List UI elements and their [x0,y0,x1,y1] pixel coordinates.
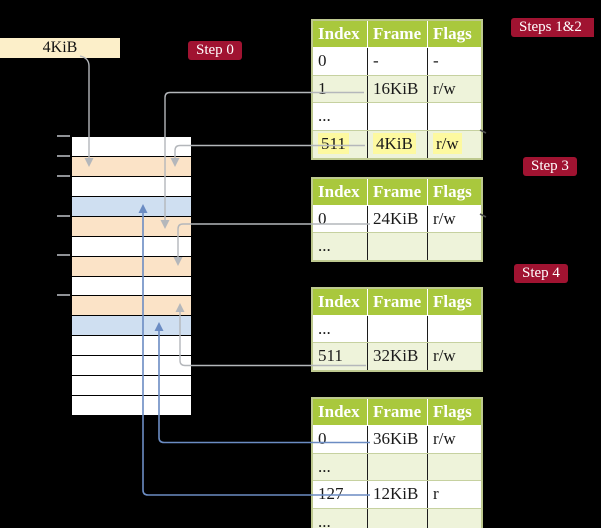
table-row: ... [313,102,481,131]
table-header-cell: Flags [427,178,481,205]
memory-address-tick [57,135,70,137]
root-table-address-box: 4KiB [0,38,120,58]
table-cell: - [427,48,481,75]
table-cell [427,233,481,260]
table-cell: r/w [427,205,481,233]
table-row: ... [313,314,481,343]
table-cell: r/w [427,343,481,371]
table-cell: r/w [427,75,481,103]
table-row: 511 4KiB r/w [313,130,481,158]
table-header-cell: Frame [367,288,427,315]
table-header-cell: Index [318,402,360,421]
table-cell: 12KiB [367,481,427,509]
table-cell: r [427,481,481,509]
table-cell [427,103,481,131]
memory-row-9-table [72,296,191,316]
table-cell: 4KiB [367,131,427,158]
memory-column [71,136,192,416]
badge-step-4: Step 4 [514,264,568,283]
table-cell: ... [318,512,331,528]
table-cell: 32KiB [367,343,427,371]
badge-steps-1-2: Steps 1&2 [511,18,594,37]
memory-row-10-mapped [72,316,191,336]
table-header-cell: Flags [427,399,481,425]
table-row: ... [313,452,481,481]
table-cell: - [367,48,427,75]
memory-row-13-free [72,376,191,396]
table-cell: 36KiB [367,426,427,453]
table-cell: 511 [318,346,343,366]
memory-row-14-free [72,396,191,415]
badge-step-3: Step 3 [523,157,577,176]
table-cell: ... [318,106,331,126]
table-cell: r/w [427,426,481,453]
table-cell [367,103,427,131]
memory-address-tick [57,294,70,296]
badge-step-0: Step 0 [188,41,242,60]
table-cell: ... [318,236,331,256]
table-cell [427,509,481,528]
memory-address-tick [57,254,70,256]
table-cell: 511 [313,131,367,158]
table-cell: ... [318,318,331,338]
table-cell [427,315,481,343]
memory-address-tick [57,155,70,157]
memory-row-3-free [72,176,191,196]
memory-row-1-free [72,137,191,156]
table-cell [367,315,427,343]
table-header-cell: Index [318,24,360,43]
table-row: ... [313,232,481,260]
table-cell: 16KiB [367,75,427,103]
memory-row-2-table [72,156,191,176]
table-cell [367,509,427,528]
table-cell: 0 [318,429,327,448]
table-cell [367,453,427,481]
table-cell: ... [318,456,331,476]
table-row: ... [313,508,481,528]
table-header-cell: Index [318,291,360,311]
table-cell: r/w [427,131,481,158]
memory-row-7-table [72,256,191,276]
table-cell [427,453,481,481]
table-header-cell: Frame [367,399,427,425]
table-cell [367,233,427,260]
highlighted-value: r/w [433,133,462,155]
table-cell: 1 [318,78,327,98]
table-header-cell: Frame [367,21,427,47]
memory-address-tick [57,175,70,177]
memory-row-5-table [72,216,191,236]
memory-row-11-free [72,336,191,356]
table-header-cell: Index [318,181,360,201]
highlighted-value: 511 [318,133,349,155]
table-row: 0 -- [313,47,481,75]
table-cell: 0 [318,51,327,70]
table-header-cell: Flags [427,288,481,315]
table-header-cell: Flags [427,21,481,47]
memory-row-8-free [72,276,191,296]
table-cell: 24KiB [367,205,427,233]
highlighted-value: 4KiB [373,133,416,155]
memory-row-12-free [72,356,191,376]
table-cell: 0 [318,208,327,228]
memory-address-tick [57,215,70,217]
table-cell: 127 [318,484,344,504]
memory-row-6-free [72,236,191,256]
table-header-cell: Frame [367,178,427,205]
memory-row-4-mapped [72,196,191,216]
